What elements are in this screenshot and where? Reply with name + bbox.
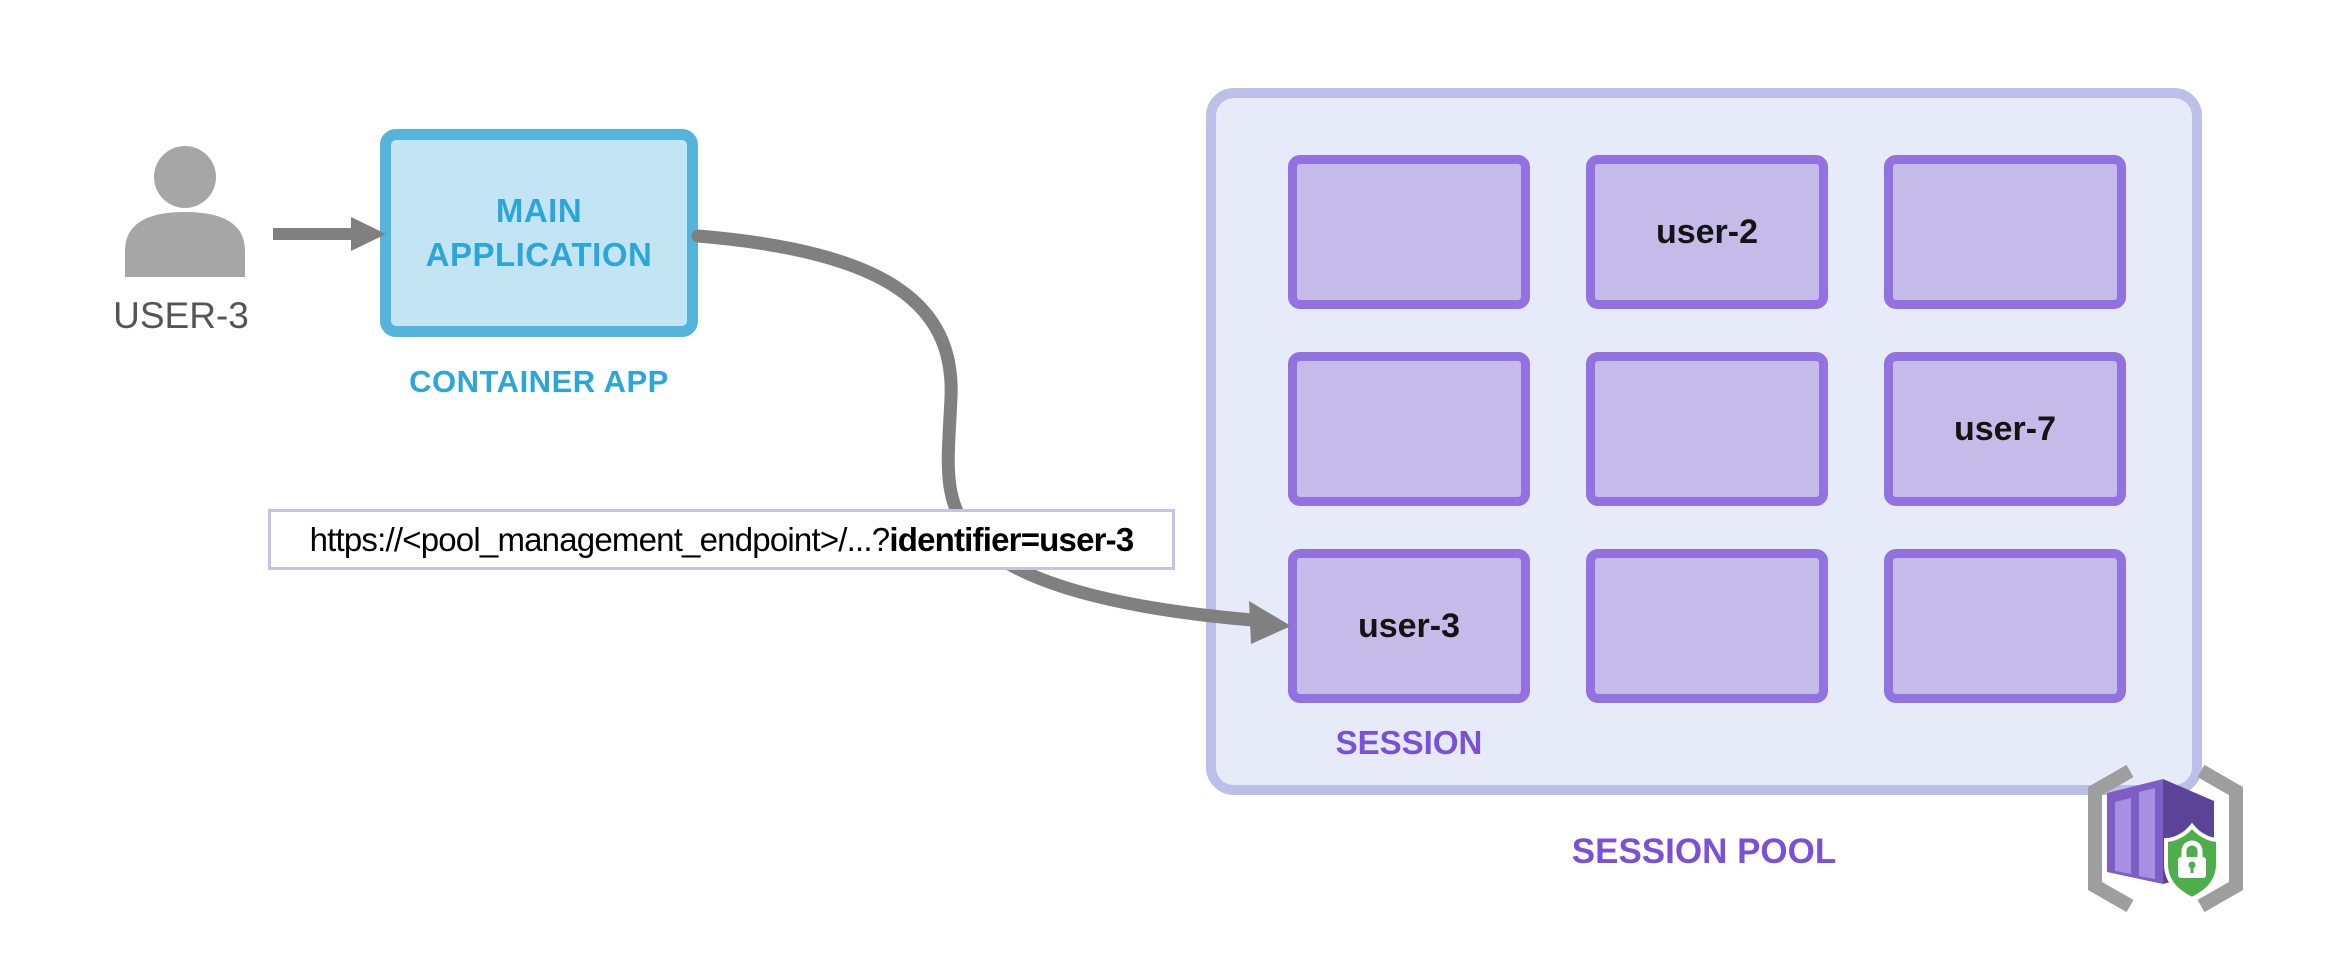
bracket-right-icon — [2197, 764, 2243, 913]
session-tile — [1586, 549, 1828, 703]
session-tile — [1288, 155, 1530, 309]
session-tile-user-2: user-2 — [1586, 155, 1828, 309]
person-icon — [125, 146, 245, 277]
curved-arrow-app-to-session — [691, 229, 1291, 644]
session-tile — [1884, 549, 2126, 703]
pool-management-url-box: https://<pool_management_endpoint>/...?i… — [268, 509, 1175, 570]
session-tile — [1288, 352, 1530, 506]
session-tile — [1884, 155, 2126, 309]
session-pool-caption: SESSION POOL — [1571, 832, 1837, 871]
arrow-user-to-app-icon — [273, 217, 386, 251]
main-application-box: MAIN APPLICATION — [380, 129, 698, 337]
main-application-label: MAIN APPLICATION — [425, 192, 653, 273]
session-pool: user-2 user-7 user-3 SESSION — [1206, 88, 2202, 795]
pool-management-url: https://<pool_management_endpoint>/...?i… — [309, 520, 1135, 558]
session-tile-user-3: user-3 — [1288, 549, 1530, 703]
session-tile-user-7: user-7 — [1884, 352, 2126, 506]
session-tile — [1586, 352, 1828, 506]
session-grid: user-2 user-7 user-3 — [1288, 155, 2126, 703]
user-label: USER-3 — [113, 295, 249, 336]
session-caption: SESSION — [1335, 724, 1483, 761]
container-app-caption: CONTAINER APP — [409, 364, 669, 399]
